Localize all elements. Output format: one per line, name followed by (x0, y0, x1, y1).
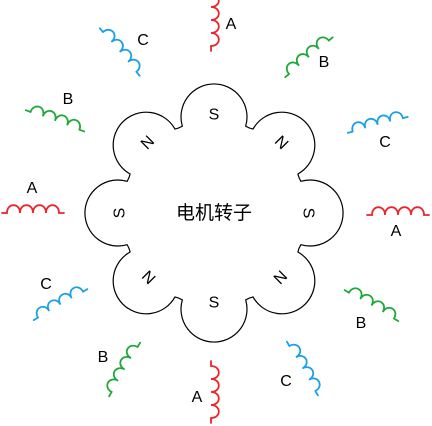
coil-a-top (210, 0, 220, 52)
coil-label-a-top: A (226, 16, 237, 33)
coil-b-bottom-right (343, 287, 400, 322)
rotor-outline (84, 83, 344, 343)
coil-label-c-bottom-right: C (280, 373, 292, 390)
pole-label-bottom: S (209, 295, 220, 312)
coil-a-right (366, 206, 430, 216)
coil-label-a-right: A (391, 223, 402, 240)
coil-c-bottom-left (32, 286, 89, 321)
coil-a-left (1, 204, 65, 214)
coil-label-b-bottom-left: B (98, 349, 109, 366)
coil-label-a-bottom: A (192, 389, 203, 406)
coil-label-c-top-right: C (379, 134, 391, 151)
pole-label-top: S (209, 107, 220, 124)
pole-label-right: S (300, 208, 317, 219)
rotor-title: 电机转子 (176, 202, 252, 224)
coil-c-bottom-right (286, 340, 321, 397)
coil-label-b-top-right: B (319, 54, 330, 71)
coil-c-top-right (346, 111, 409, 134)
coil-label-b-top-left: B (63, 91, 74, 108)
pole-label-left: S (112, 208, 129, 219)
coil-b-top-left (24, 105, 86, 133)
coil-label-a-left: A (27, 180, 38, 197)
coil-a-bottom (210, 360, 220, 424)
coil-b-bottom-left (106, 341, 141, 398)
coil-label-c-top-left: C (137, 32, 149, 49)
coil-label-b-bottom-right: B (356, 315, 367, 332)
coil-label-c-bottom-left: C (40, 276, 52, 293)
